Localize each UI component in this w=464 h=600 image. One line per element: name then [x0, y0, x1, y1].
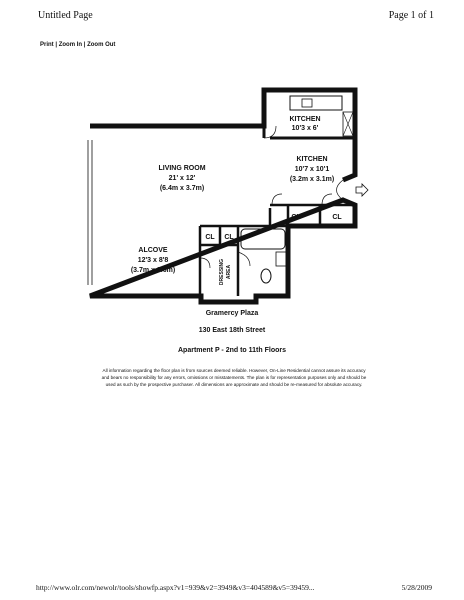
wall-closets	[268, 203, 355, 226]
door-swing-dressing	[199, 257, 211, 269]
apartment-info: Apartment P - 2nd to 11th Floors	[178, 347, 286, 354]
wall-bath	[198, 224, 288, 296]
footer-url: http://www.olr.com/newolr/tools/showfp.a…	[36, 583, 315, 592]
kitchen-stove	[342, 111, 354, 137]
living-room-label: LIVING ROOM	[158, 165, 205, 172]
dressing-area-label: DRESSING	[219, 259, 225, 285]
disclaimer-line: used as such by the prospective purchase…	[105, 382, 363, 387]
kitchen-dims: 10'7 x 10'1	[295, 166, 330, 173]
living-room-metric: (6.4m x 3.7m)	[160, 185, 204, 192]
kitchen-small-label: KITCHEN	[289, 116, 320, 123]
door-swing-entry	[336, 179, 344, 201]
closet-label: CL	[291, 214, 301, 221]
door-swing-bath	[237, 251, 251, 267]
kitchen-counter	[289, 95, 343, 111]
alcove-label: ALCOVE	[138, 247, 168, 254]
zoom-in-link[interactable]: Zoom In	[58, 42, 83, 48]
disclaimer: All information regarding the floor plan…	[40, 367, 428, 388]
entry-arrow-icon	[355, 183, 369, 197]
kitchen-small-dims: 10'3 x 6'	[292, 125, 319, 132]
kitchen-sink	[301, 98, 313, 108]
door-swing-closet-2	[321, 193, 333, 206]
wall-outline	[89, 87, 358, 305]
page-indicator: Page 1 of 1	[388, 10, 434, 21]
vanity	[275, 251, 287, 267]
toolbar: Print | Zoom In | Zoom Out	[40, 42, 115, 48]
dressing-area-label: AREA	[226, 265, 232, 280]
wall-kitchen	[262, 126, 355, 140]
toilet	[260, 268, 272, 284]
disclaimer-line: and bears no responsibility for any erro…	[101, 375, 367, 380]
closet-label: CL	[224, 234, 234, 241]
closet-label: CL	[332, 214, 342, 221]
alcove-metric: (3.7m x 2.6m)	[131, 267, 175, 274]
alcove-dims: 12'3 x 8'8	[138, 257, 169, 264]
kitchen-label: KITCHEN	[296, 156, 327, 163]
closet-label: CL	[205, 234, 215, 241]
toolbar-separator: |	[55, 42, 58, 48]
toolbar-separator: |	[83, 42, 86, 48]
disclaimer-line: All information regarding the floor plan…	[102, 368, 366, 373]
print-link[interactable]: Print	[40, 42, 54, 48]
page-title: Untitled Page	[38, 10, 93, 21]
kitchen-metric: (3.2m x 3.1m)	[290, 176, 334, 183]
zoom-out-link[interactable]: Zoom Out	[87, 42, 116, 48]
building-address: 130 East 18th Street	[198, 327, 266, 334]
door-swing-closet-1	[271, 193, 283, 206]
building-name: Gramercy Plaza	[205, 310, 259, 317]
bathtub	[240, 228, 286, 250]
door-swing-kitchen	[263, 125, 277, 139]
living-room-dims: 21' x 12'	[169, 175, 196, 182]
footer-date: 5/28/2009	[401, 583, 432, 592]
